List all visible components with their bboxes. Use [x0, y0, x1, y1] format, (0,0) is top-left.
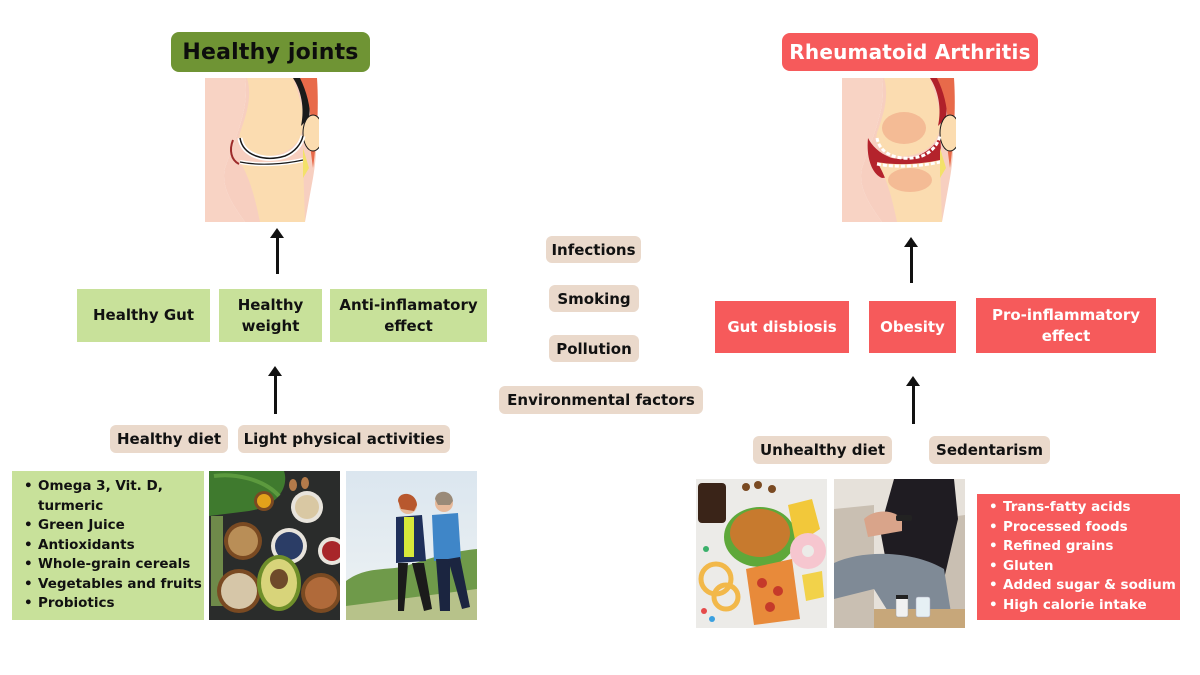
arrow-up-icon — [268, 366, 282, 414]
healthy-joints-title: Healthy joints — [171, 32, 370, 72]
infections-tag: Infections — [546, 236, 641, 263]
environmental-factors-tag: Environmental factors — [499, 386, 703, 414]
list-item: Omega 3, Vit. D, turmeric — [20, 477, 204, 516]
list-item: Antioxidants — [20, 536, 204, 556]
healthy-food-photo — [209, 471, 340, 620]
smoking-tag: Smoking — [549, 285, 639, 312]
list-item: Added sugar & sodium — [985, 576, 1180, 596]
women-walking-photo — [346, 471, 477, 620]
sedentary-person-photo — [834, 479, 965, 628]
junk-food-photo — [696, 479, 827, 628]
arrow-up-icon — [904, 237, 918, 283]
healthy-knee-illustration — [205, 78, 319, 222]
list-item: Refined grains — [985, 537, 1180, 557]
rheumatoid-arthritis-title: Rheumatoid Arthritis — [782, 33, 1038, 71]
list-item: Gluten — [985, 557, 1180, 577]
healthy-gut-box: Healthy Gut — [77, 289, 210, 342]
healthy-diet-tag: Healthy diet — [110, 425, 228, 453]
healthy-weight-box: Healthy weight — [219, 289, 322, 342]
unhealthy-diet-tag: Unhealthy diet — [753, 436, 892, 464]
light-physical-activities-tag: Light physical activities — [238, 425, 450, 453]
list-item: Trans-fatty acids — [985, 498, 1180, 518]
arrow-up-icon — [270, 228, 284, 274]
unhealthy-diet-list: Trans-fatty acids Processed foods Refine… — [977, 494, 1180, 620]
arrow-up-icon — [906, 376, 920, 424]
healthy-diet-list: Omega 3, Vit. D, turmeric Green Juice An… — [12, 471, 204, 620]
list-item: Vegetables and fruits — [20, 575, 204, 595]
list-item: High calorie intake — [985, 596, 1180, 616]
list-item: Processed foods — [985, 518, 1180, 538]
pro-inflammatory-box: Pro-inflammatory effect — [976, 298, 1156, 353]
list-item: Whole-grain cereals — [20, 555, 204, 575]
list-item: Green Juice — [20, 516, 204, 536]
pollution-tag: Pollution — [549, 335, 639, 362]
anti-inflammatory-box: Anti-inflamatory effect — [330, 289, 487, 342]
obesity-box: Obesity — [869, 301, 956, 353]
list-item: Probiotics — [20, 594, 204, 614]
inflamed-knee-illustration — [842, 78, 956, 222]
sedentarism-tag: Sedentarism — [929, 436, 1050, 464]
gut-disbiosis-box: Gut disbiosis — [715, 301, 849, 353]
